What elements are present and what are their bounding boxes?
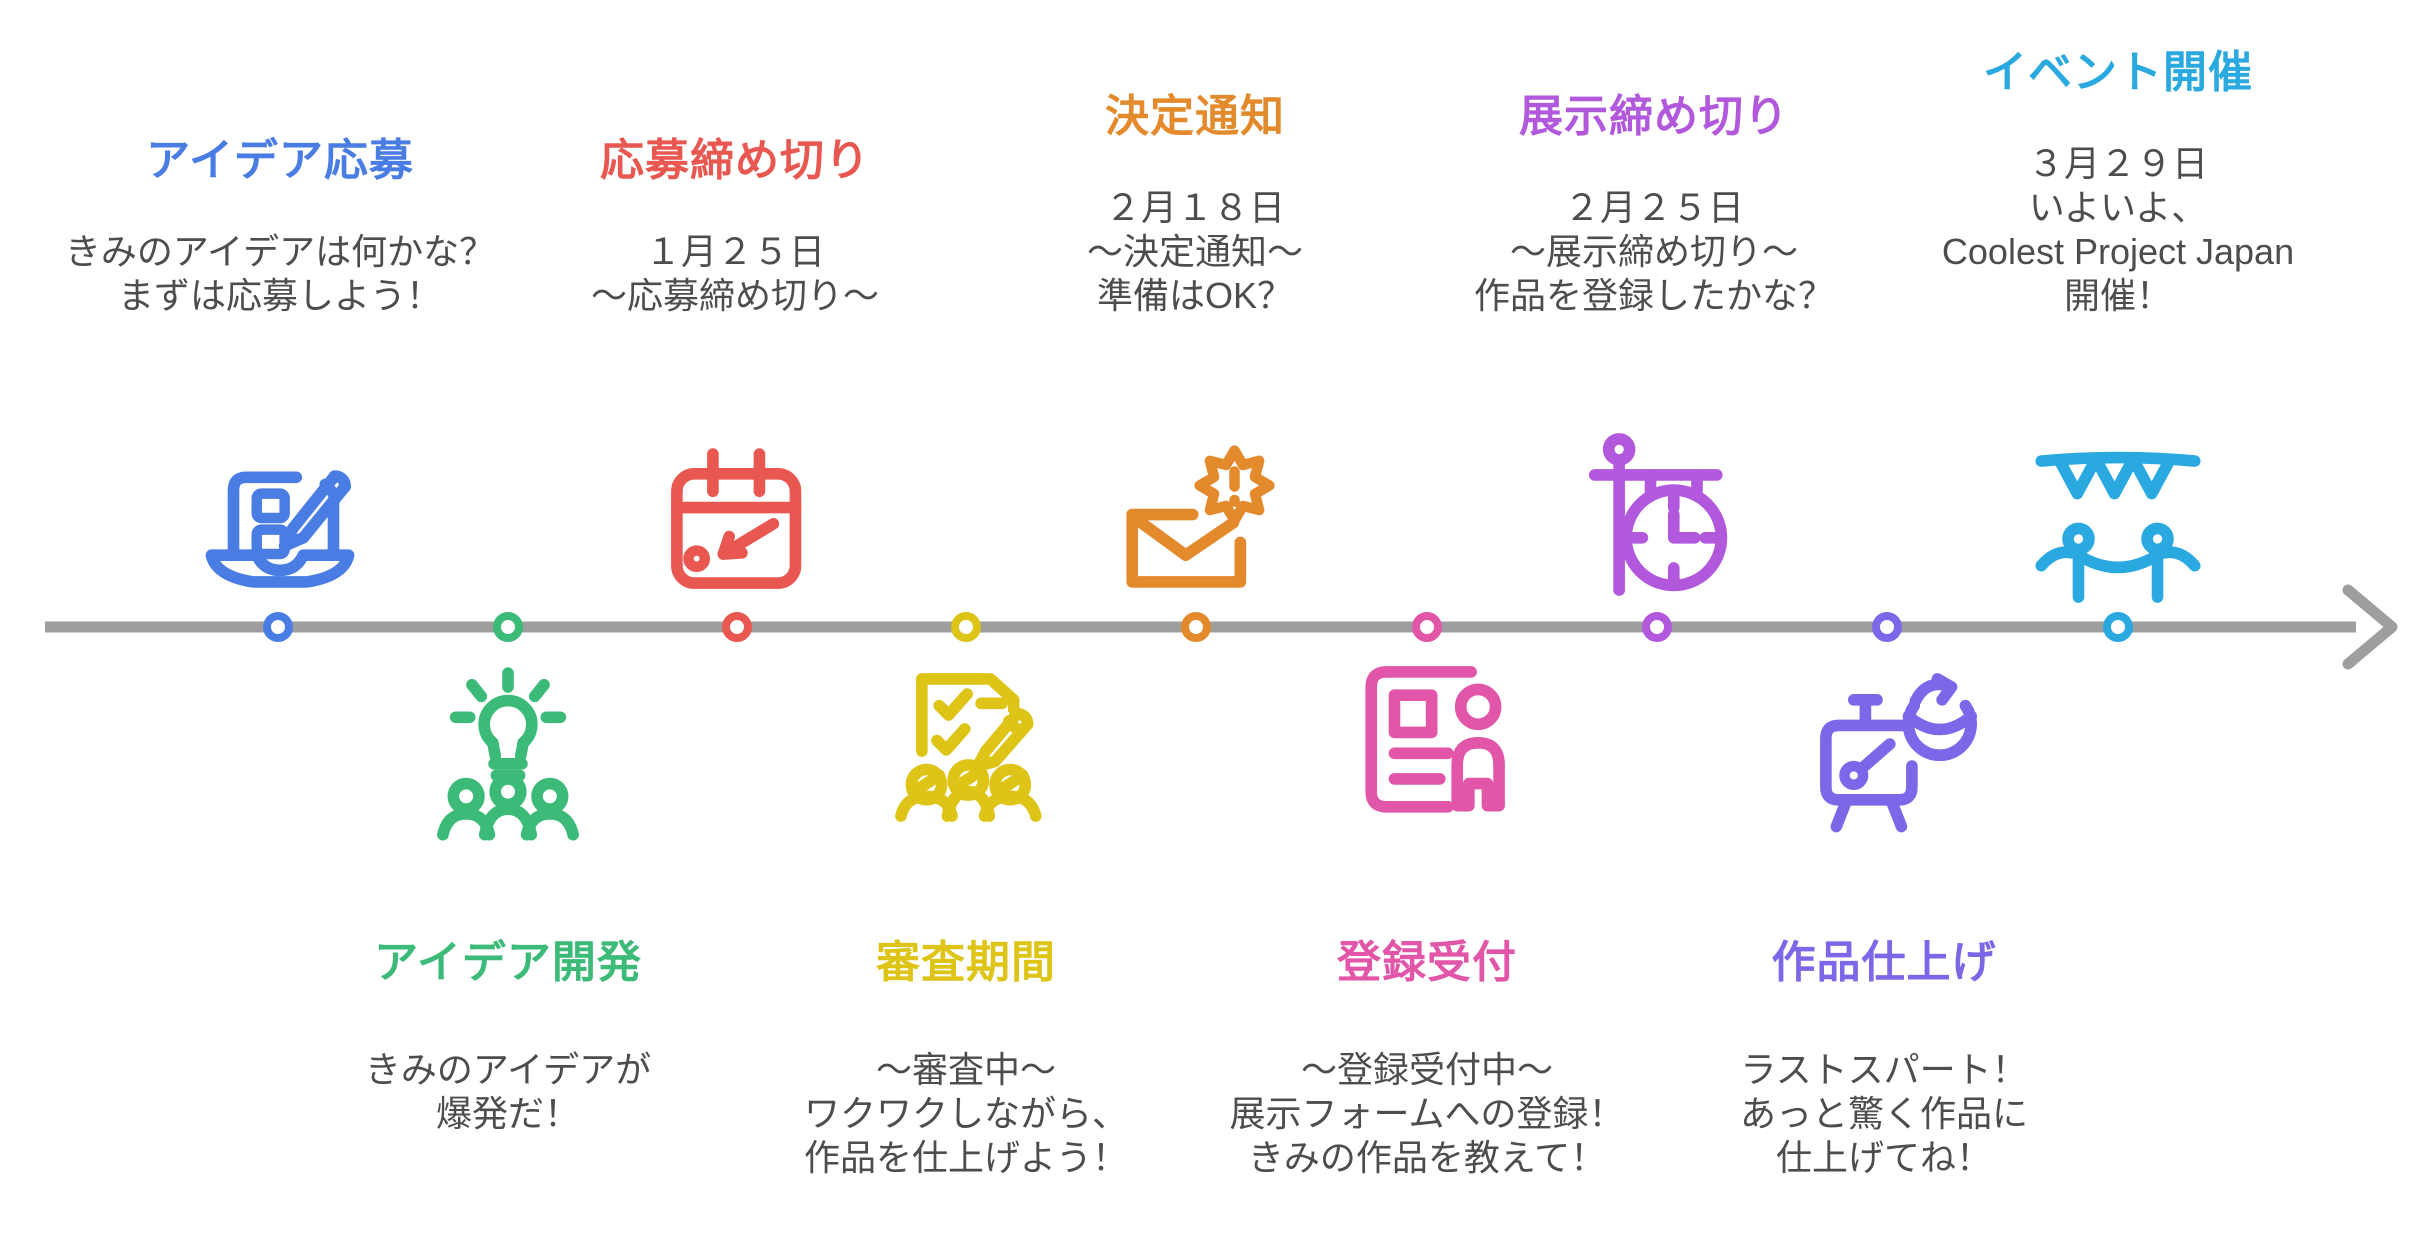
event-final-polish: 作品仕上げ ラストスパート！ あっと驚く作品に 仕上げてね！ (1740, 926, 2028, 1180)
event-description: １月２５日 ～応募締め切り～ (590, 231, 880, 316)
event-title: アイデア応募 (146, 136, 414, 185)
event-title: 登録受付 (1336, 938, 1517, 987)
easel-refresh-icon (1791, 658, 1977, 844)
event-bunting-icon (2025, 425, 2211, 611)
timeline-node (493, 612, 523, 642)
event-decision-notice: 決定通知 ２月１８日 ～決定通知～ 準備はOK？ (1087, 80, 1303, 318)
hanging-clock-icon (1561, 425, 1747, 611)
timeline-node (1642, 612, 1672, 642)
event-title: 展示締め切り (1518, 92, 1789, 141)
event-description: きみのアイデアが 爆発だ！ (364, 1049, 652, 1134)
event-description: ～審査中～ ワクワクしながら、 作品を仕上げよう！ (803, 1049, 1129, 1178)
event-description: ２月１８日 ～決定通知～ 準備はOK？ (1086, 187, 1304, 316)
event-title: イベント開催 (1982, 48, 2253, 97)
event-description: きみのアイデアは何かな？ まずは応募しよう！ (64, 231, 496, 316)
mail-notification-icon (1102, 425, 1288, 611)
event-title: 応募締め切り (599, 136, 870, 185)
event-registration: 登録受付 ～登録受付中～ 展示フォームへの登録！ きみの作品を教えて！ (1230, 926, 1625, 1180)
timeline-node (263, 612, 293, 642)
event-title: アイデア開発 (374, 938, 642, 987)
event-entry-deadline: 応募締め切り １月２５日 ～応募締め切り～ (591, 124, 879, 318)
timeline-node (1412, 612, 1442, 642)
calendar-deadline-icon (642, 425, 828, 611)
laptop-pencil-icon (187, 425, 373, 611)
judging-team-icon (873, 658, 1059, 844)
timeline-node (1181, 612, 1211, 642)
event-idea-entry: アイデア応募 きみのアイデアは何かな？ まずは応募しよう！ (65, 124, 495, 318)
event-idea-development: アイデア開発 きみのアイデアが 爆発だ！ (365, 926, 651, 1136)
event-title: 審査期間 (875, 938, 1056, 987)
event-title: 作品仕上げ (1771, 938, 1997, 987)
event-description: ３月２９日 いよいよ、 Coolest Project Japan 開催！ (1941, 143, 2295, 316)
event-description: ～登録受付中～ 展示フォームへの登録！ きみの作品を教えて！ (1229, 1049, 1625, 1178)
arrow-right-icon (2342, 584, 2398, 670)
timeline-node (951, 612, 981, 642)
event-event-day: イベント開催 ３月２９日 いよいよ、 Coolest Project Japan… (1942, 36, 2294, 318)
event-description: ラストスパート！ あっと驚く作品に 仕上げてね！ (1739, 1049, 2029, 1178)
timeline-node (2103, 612, 2133, 642)
idea-team-icon (415, 658, 601, 844)
event-title: 決定通知 (1104, 92, 1285, 141)
event-description: ２月２５日 ～展示締め切り～ 作品を登録したかな？ (1473, 187, 1835, 316)
event-exhibit-deadline: 展示締め切り ２月２５日 ～展示締め切り～ 作品を登録したかな？ (1474, 80, 1834, 318)
event-judging-period: 審査期間 ～審査中～ ワクワクしながら、 作品を仕上げよう！ (804, 926, 1128, 1180)
timeline-node (1872, 612, 1902, 642)
registration-form-icon (1334, 658, 1520, 844)
timeline-node (722, 612, 752, 642)
